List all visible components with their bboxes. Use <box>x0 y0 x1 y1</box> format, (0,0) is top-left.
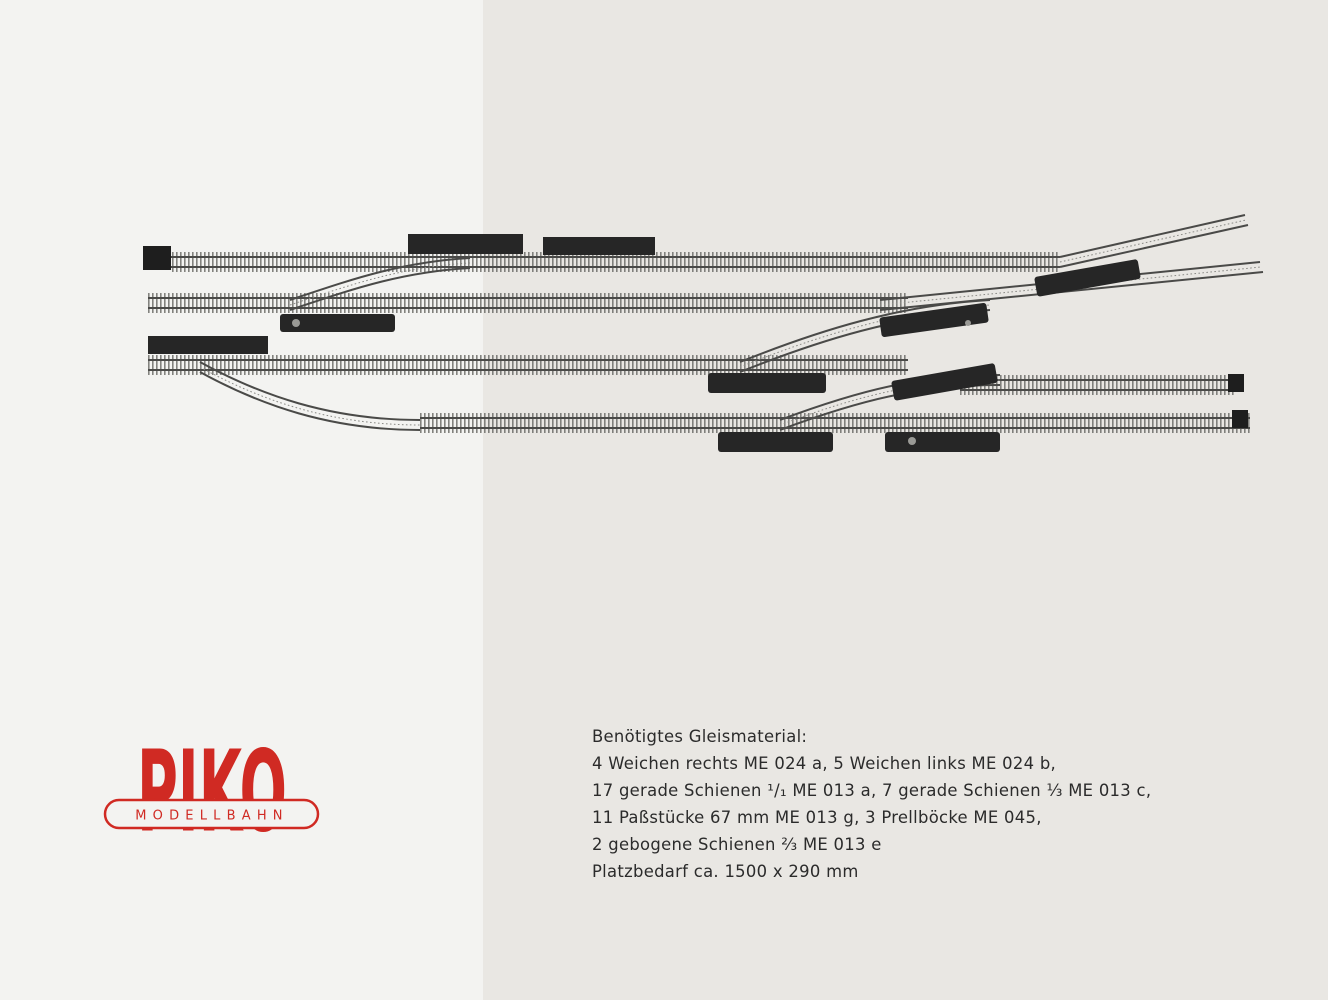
straight-track-4 <box>420 413 1250 433</box>
materials-line-4: 2 gebogene Schienen ⅔ ME 013 e <box>592 835 882 854</box>
straight-track-3 <box>148 355 908 375</box>
materials-line-5: Platzbedarf ca. 1500 x 290 mm <box>592 862 859 881</box>
buffer-stop-3 <box>1232 410 1248 428</box>
track-layout-photo <box>143 214 1264 452</box>
buffer-stop-2 <box>1228 374 1244 392</box>
logo-banner <box>103 798 320 830</box>
materials-heading: Benötigtes Gleismaterial: <box>592 727 808 746</box>
straight-track-2 <box>148 293 908 313</box>
straight-track-5 <box>960 375 1235 395</box>
buffer-stop-1 <box>143 246 171 270</box>
logo-subtitle: MODELLBAHN <box>135 809 288 824</box>
materials-line-2: 17 gerade Schienen ¹/₁ ME 013 a, 7 gerad… <box>592 781 1152 800</box>
logo-wordmark: PIKO <box>137 735 287 850</box>
left-page-panel <box>0 0 483 1000</box>
piko-logo: PIKO MODELLBAHN <box>103 735 320 850</box>
turnout-motors <box>148 234 1141 452</box>
track-material-list: Benötigtes Gleismaterial: 4 Weichen rech… <box>592 723 1292 885</box>
materials-line-3: 11 Paßstücke 67 mm ME 013 g, 3 Prellböck… <box>592 808 1042 827</box>
right-page-panel <box>483 0 1328 1000</box>
materials-line-1: 4 Weichen rechts ME 024 a, 5 Weichen lin… <box>592 754 1057 773</box>
straight-track-1 <box>170 252 1060 272</box>
